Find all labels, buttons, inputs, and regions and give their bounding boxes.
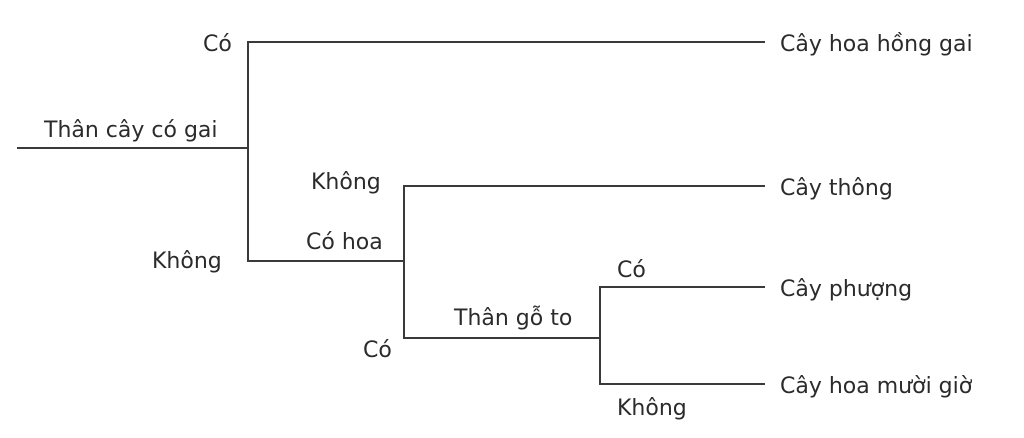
flower-no-answer-label: Không [311,170,381,195]
thorns-no-answer-label: Không [152,249,222,274]
flower-yes-answer-label: Có [363,338,392,363]
wood-question-label: Thân gỗ to [454,306,573,331]
thorns-yes-answer-label: Có [203,32,232,57]
result-pine-label: Cây thông [780,176,893,201]
wood-yes-answer-label: Có [617,258,646,283]
result-portulaca-label: Cây hoa mười giờ [780,374,973,399]
result-rose-label: Cây hoa hồng gai [780,32,973,57]
flower-question-label: Có hoa [306,230,383,255]
wood-no-answer-label: Không [617,396,687,421]
result-flamboyant-label: Cây phượng [780,277,913,302]
root-question-label: Thân cây có gai [44,118,218,143]
